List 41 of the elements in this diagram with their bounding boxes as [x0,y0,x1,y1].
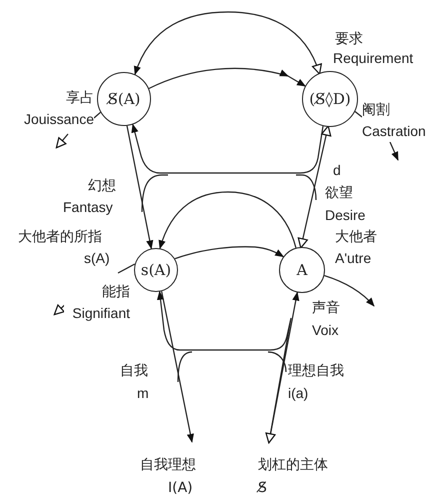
text-label: s(A) [84,250,110,267]
text-label: A'utre [335,250,372,267]
text-label: 欲望 [325,184,353,201]
node-symbol: S̸ [258,479,267,496]
node-symbol: s(A) [140,261,172,279]
arrow [159,191,296,250]
arrow [56,112,102,148]
text-label: 幻想 [88,177,116,194]
arrow [134,11,322,76]
text-label: 大他者 [335,228,377,245]
arrow [131,124,324,174]
node-label: 自我理想 [140,455,196,474]
text-label: 大他者的所指 [18,228,102,245]
node-label: 划杠的主体 [258,455,328,474]
arrow [298,125,332,248]
node-circle [279,247,325,293]
text-label: d [333,162,341,179]
node-circle [134,248,178,292]
text-label: 理想自我 [288,362,344,379]
text-label: m [137,385,149,402]
text-label: 自我 [120,362,148,379]
node-symbol: I(A) [168,479,193,496]
node-symbol: (S̸◊D) [309,90,351,108]
arrow [148,68,306,90]
node-circle [302,71,358,127]
text-label: i(a) [288,385,308,402]
text-label: Desire [325,207,366,224]
arrow [324,275,375,307]
text-label: Requirement [333,50,414,67]
arrow [174,246,284,260]
text-label: Fantasy [63,199,113,216]
text-label: Voix [312,322,338,339]
arrow [354,110,399,161]
text-label: 要求 [335,30,363,47]
arrow [161,291,194,443]
node-symbol: S̸(A) [108,90,140,108]
arrow [126,126,154,250]
node-symbol: A [296,261,308,279]
node-circle [97,72,151,126]
arrow [265,292,300,444]
text-label: 声音 [312,299,340,316]
